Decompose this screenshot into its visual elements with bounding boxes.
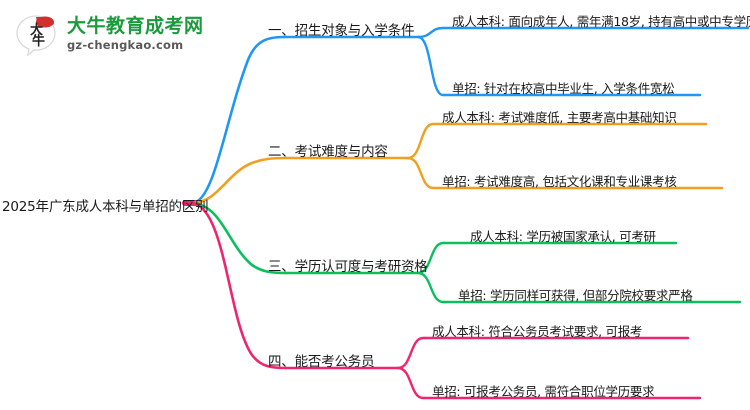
svg-text:大: 大 (30, 22, 43, 38)
logo-name: 大牛教育成考网 (67, 14, 204, 37)
leaf-node-4a[interactable]: 成人本科: 符合公务员考试要求, 可报考 (432, 324, 643, 339)
leaf-node-1a[interactable]: 成人本科: 面向成年人, 需年满18岁, 持有高中或中专学历 (452, 14, 750, 29)
fork-2a (406, 122, 436, 160)
branch-node-1[interactable]: 一、招生对象与入学条件 (268, 23, 415, 39)
fork-1a (416, 26, 446, 39)
site-logo: 大 牛 大牛教育成考网 gz-chengkao.com (14, 12, 204, 57)
branch-node-3[interactable]: 三、学历认可度与考研资格 (268, 259, 428, 275)
root-node[interactable]: 2025年广东成人本科与单招的区别 (2, 199, 209, 215)
leaf-node-4b[interactable]: 单招: 可报考公务员, 需符合职位学历要求 (432, 384, 655, 399)
branch-line-1 (191, 35, 286, 205)
branch-line-3 (191, 201, 288, 275)
branch-line-4 (191, 201, 288, 370)
fork-4b (396, 366, 426, 400)
daniu-seal-icon: 大 牛 (14, 12, 60, 57)
svg-text:牛: 牛 (32, 33, 45, 49)
logo-domain: gz-chengkao.com (67, 37, 184, 52)
leaf-node-1b[interactable]: 单招: 针对在校高中毕业生, 入学条件宽松 (452, 81, 675, 96)
branch-node-2[interactable]: 二、考试难度与内容 (268, 144, 388, 160)
branch-node-4[interactable]: 四、能否考公务员 (268, 354, 375, 370)
leaf-node-3b[interactable]: 单招: 学历同样可获得, 但部分院校要求严格 (458, 288, 693, 303)
fork-1b (416, 35, 446, 97)
leaf-node-2b[interactable]: 单招: 考试难度高, 包括文化课和专业课考核 (442, 174, 677, 189)
fork-4a (396, 336, 426, 370)
branch-line-2 (191, 156, 288, 205)
fork-2b (406, 156, 436, 190)
leaf-node-3a[interactable]: 成人本科: 学历被国家承认, 可考研 (470, 229, 656, 244)
fork-3b (416, 271, 446, 304)
leaf-node-2a[interactable]: 成人本科: 考试难度低, 主要考高中基础知识 (442, 110, 677, 125)
logo-text-block: 大牛教育成考网 gz-chengkao.com (67, 14, 204, 52)
